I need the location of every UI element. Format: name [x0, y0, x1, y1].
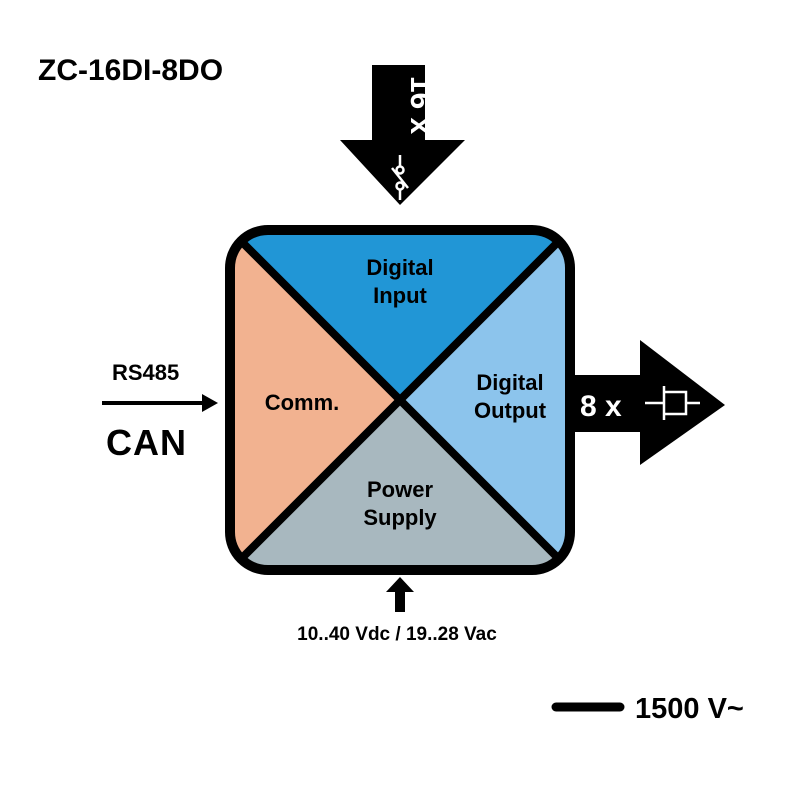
power-input-arrow — [386, 577, 414, 612]
digital-output-label-line2: Output — [474, 398, 547, 423]
output-count-label: 8 x — [580, 390, 622, 423]
power-rating-label: 10..40 Vdc / 19..28 Vac — [297, 624, 497, 645]
digital-input-arrow: 16 x — [340, 65, 465, 205]
model-title: ZC-16DI-8DO — [38, 54, 223, 87]
comm-label: Comm. — [265, 390, 340, 415]
module-box — [230, 230, 570, 570]
comm-input-arrow — [102, 394, 218, 412]
power-supply-section — [230, 400, 570, 570]
digital-input-label-line2: Input — [373, 283, 427, 308]
digital-output-arrow: 8 x — [565, 340, 725, 465]
can-label: CAN — [106, 422, 187, 463]
digital-input-label-line1: Digital — [366, 255, 433, 280]
input-count-label: 16 x — [404, 76, 437, 135]
digital-output-label-line1: Digital — [476, 370, 543, 395]
power-supply-label-line2: Supply — [363, 505, 437, 530]
power-supply-label-line1: Power — [367, 477, 433, 502]
comm-section — [230, 230, 400, 570]
switch-contact-icon — [391, 155, 409, 200]
digital-input-section — [230, 230, 570, 400]
transistor-output-icon — [645, 386, 700, 420]
digital-output-section — [400, 230, 570, 570]
module-outline — [225, 225, 575, 575]
rs485-label: RS485 — [112, 360, 179, 385]
isolation-voltage-label: 1500 V~ — [635, 693, 744, 725]
